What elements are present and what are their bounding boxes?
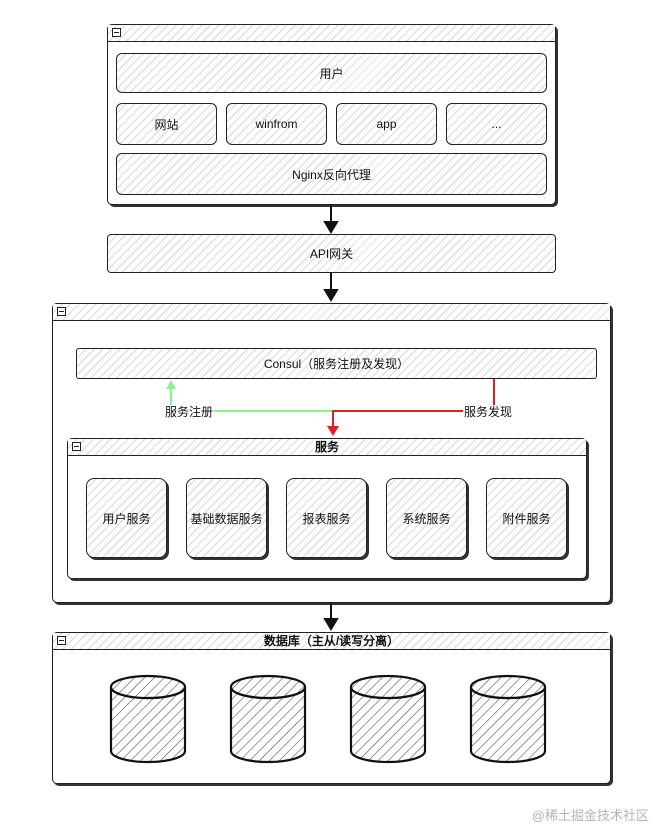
services-titlebar: 服务	[68, 439, 586, 456]
arrow-services-to-database	[323, 603, 339, 631]
service-basic-data: 基础数据服务	[186, 478, 267, 558]
service-report: 报表服务	[286, 478, 367, 558]
arrow-client-to-gateway	[323, 205, 339, 234]
service-attachment: 附件服务	[486, 478, 567, 558]
database-cylinder	[109, 674, 187, 764]
client-layer-titlebar	[108, 25, 555, 42]
database-layer-titlebar: 数据库（主从/读写分离）	[53, 633, 610, 650]
user-box: 用户	[116, 53, 547, 93]
discover-arrow	[327, 379, 495, 436]
database-cylinder	[349, 674, 427, 764]
client-winfrom: winfrom	[226, 103, 327, 145]
arrow-gateway-to-services	[323, 273, 339, 302]
collapse-icon[interactable]	[57, 636, 66, 645]
client-more: ...	[446, 103, 547, 145]
database-cylinder	[229, 674, 307, 764]
database-cylinders	[109, 674, 547, 764]
collapse-icon[interactable]	[72, 442, 81, 451]
register-label: 服务注册	[164, 405, 215, 419]
client-app: app	[336, 103, 437, 145]
consul-box: Consul（服务注册及发现）	[76, 348, 597, 379]
service-layer-titlebar	[53, 304, 610, 321]
service-user: 用户服务	[86, 478, 167, 558]
collapse-icon[interactable]	[112, 28, 121, 37]
discover-label: 服务发现	[463, 405, 514, 419]
collapse-icon[interactable]	[57, 307, 66, 316]
services-title: 服务	[314, 440, 339, 454]
client-website: 网站	[116, 103, 217, 145]
database-cylinder	[469, 674, 547, 764]
watermark: @稀土掘金技术社区	[531, 808, 649, 823]
database-layer-title: 数据库（主从/读写分离）	[263, 634, 400, 648]
nginx-proxy-box: Nginx反向代理	[116, 153, 547, 195]
api-gateway-box: API网关	[107, 234, 556, 273]
service-system: 系统服务	[386, 478, 467, 558]
